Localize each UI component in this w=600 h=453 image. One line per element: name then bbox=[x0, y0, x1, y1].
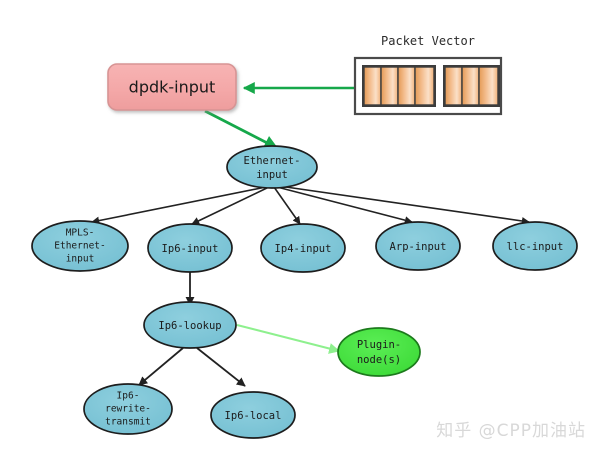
edge-ip6lookup-to-ip6local bbox=[196, 347, 246, 387]
edge-ethernetinput-to-llcinput bbox=[278, 185, 530, 225]
packet-vector-group: Packet Vector bbox=[353, 34, 503, 116]
packet-cell bbox=[444, 66, 463, 106]
packet-cell bbox=[363, 66, 382, 106]
node-ip6-lookup-label: Ip6-lookup bbox=[158, 320, 221, 332]
node-dpdk-input-label: dpdk-input bbox=[129, 78, 216, 97]
packet-cell bbox=[380, 66, 399, 106]
node-dpdk-input[interactable]: dpdk-input bbox=[107, 63, 237, 111]
edge-layer bbox=[91, 82, 530, 387]
node-ip6-input[interactable]: Ip6-input bbox=[147, 223, 233, 273]
edge-ethernetinput-to-ip6input bbox=[191, 186, 270, 225]
node-ip6-local[interactable]: Ip6-local bbox=[210, 391, 296, 439]
packet-group-1 bbox=[362, 65, 436, 107]
node-mpls-ethernet-input-label-line-3: input bbox=[66, 254, 95, 265]
node-arp-input[interactable]: Arp-input bbox=[375, 221, 461, 271]
edge-ethernetinput-to-ip4input bbox=[273, 186, 301, 225]
edge-ip6lookup-to-ip6rewritetransmit bbox=[138, 347, 184, 386]
node-arp-input-label: Arp-input bbox=[390, 241, 447, 253]
node-mpls-ethernet-input[interactable]: MPLS- Ethernet- input bbox=[31, 220, 129, 272]
packet-cell bbox=[478, 66, 499, 106]
edge-ethernetinput-to-arpinput bbox=[276, 186, 413, 225]
node-plugin-nodes[interactable]: Plugin- node(s) bbox=[337, 327, 421, 377]
node-ip4-input[interactable]: Ip4-input bbox=[260, 223, 346, 273]
node-ethernet-input-label-line-1: Ethernet- bbox=[244, 155, 301, 167]
node-ip6-rewrite-transmit-label-line-3: transmit bbox=[105, 417, 151, 428]
node-llc-input[interactable]: llc-input bbox=[492, 221, 578, 271]
node-plugin-nodes-label-line-1: Plugin- bbox=[357, 339, 401, 351]
node-plugin-nodes-label-line-2: node(s) bbox=[357, 354, 401, 366]
node-ethernet-input[interactable]: Ethernet- input bbox=[226, 145, 318, 189]
node-mpls-ethernet-input-label-line-1: MPLS- bbox=[66, 228, 95, 239]
node-ip6-local-label: Ip6-local bbox=[225, 410, 282, 422]
packet-cell bbox=[461, 66, 480, 106]
edge-ethernetinput-to-mpls bbox=[91, 186, 267, 225]
packet-cell bbox=[414, 66, 435, 106]
node-ip6-rewrite-transmit[interactable]: Ip6- rewrite- transmit bbox=[83, 383, 173, 435]
node-ip6-rewrite-transmit-label-line-2: rewrite- bbox=[105, 404, 151, 415]
edge-dpdkinput-to-ethernetinput bbox=[204, 109, 279, 150]
node-ip6-rewrite-transmit-label-line-1: Ip6- bbox=[117, 391, 140, 402]
node-ip4-input-label: Ip4-input bbox=[275, 243, 332, 255]
node-mpls-ethernet-input-label-line-2: Ethernet- bbox=[54, 241, 105, 252]
packet-cell bbox=[397, 66, 416, 106]
node-ip6-lookup[interactable]: Ip6-lookup bbox=[143, 301, 237, 349]
node-llc-input-label: llc-input bbox=[507, 241, 564, 253]
packet-vector-title: Packet Vector bbox=[381, 34, 475, 48]
edge-ip6lookup-to-pluginnodes bbox=[236, 324, 341, 354]
watermark: 知乎 @CPP加油站 bbox=[436, 421, 586, 441]
node-ip6-input-label: Ip6-input bbox=[162, 243, 219, 255]
packet-group-2 bbox=[443, 65, 500, 107]
node-ethernet-input-label-line-2: input bbox=[256, 169, 288, 181]
